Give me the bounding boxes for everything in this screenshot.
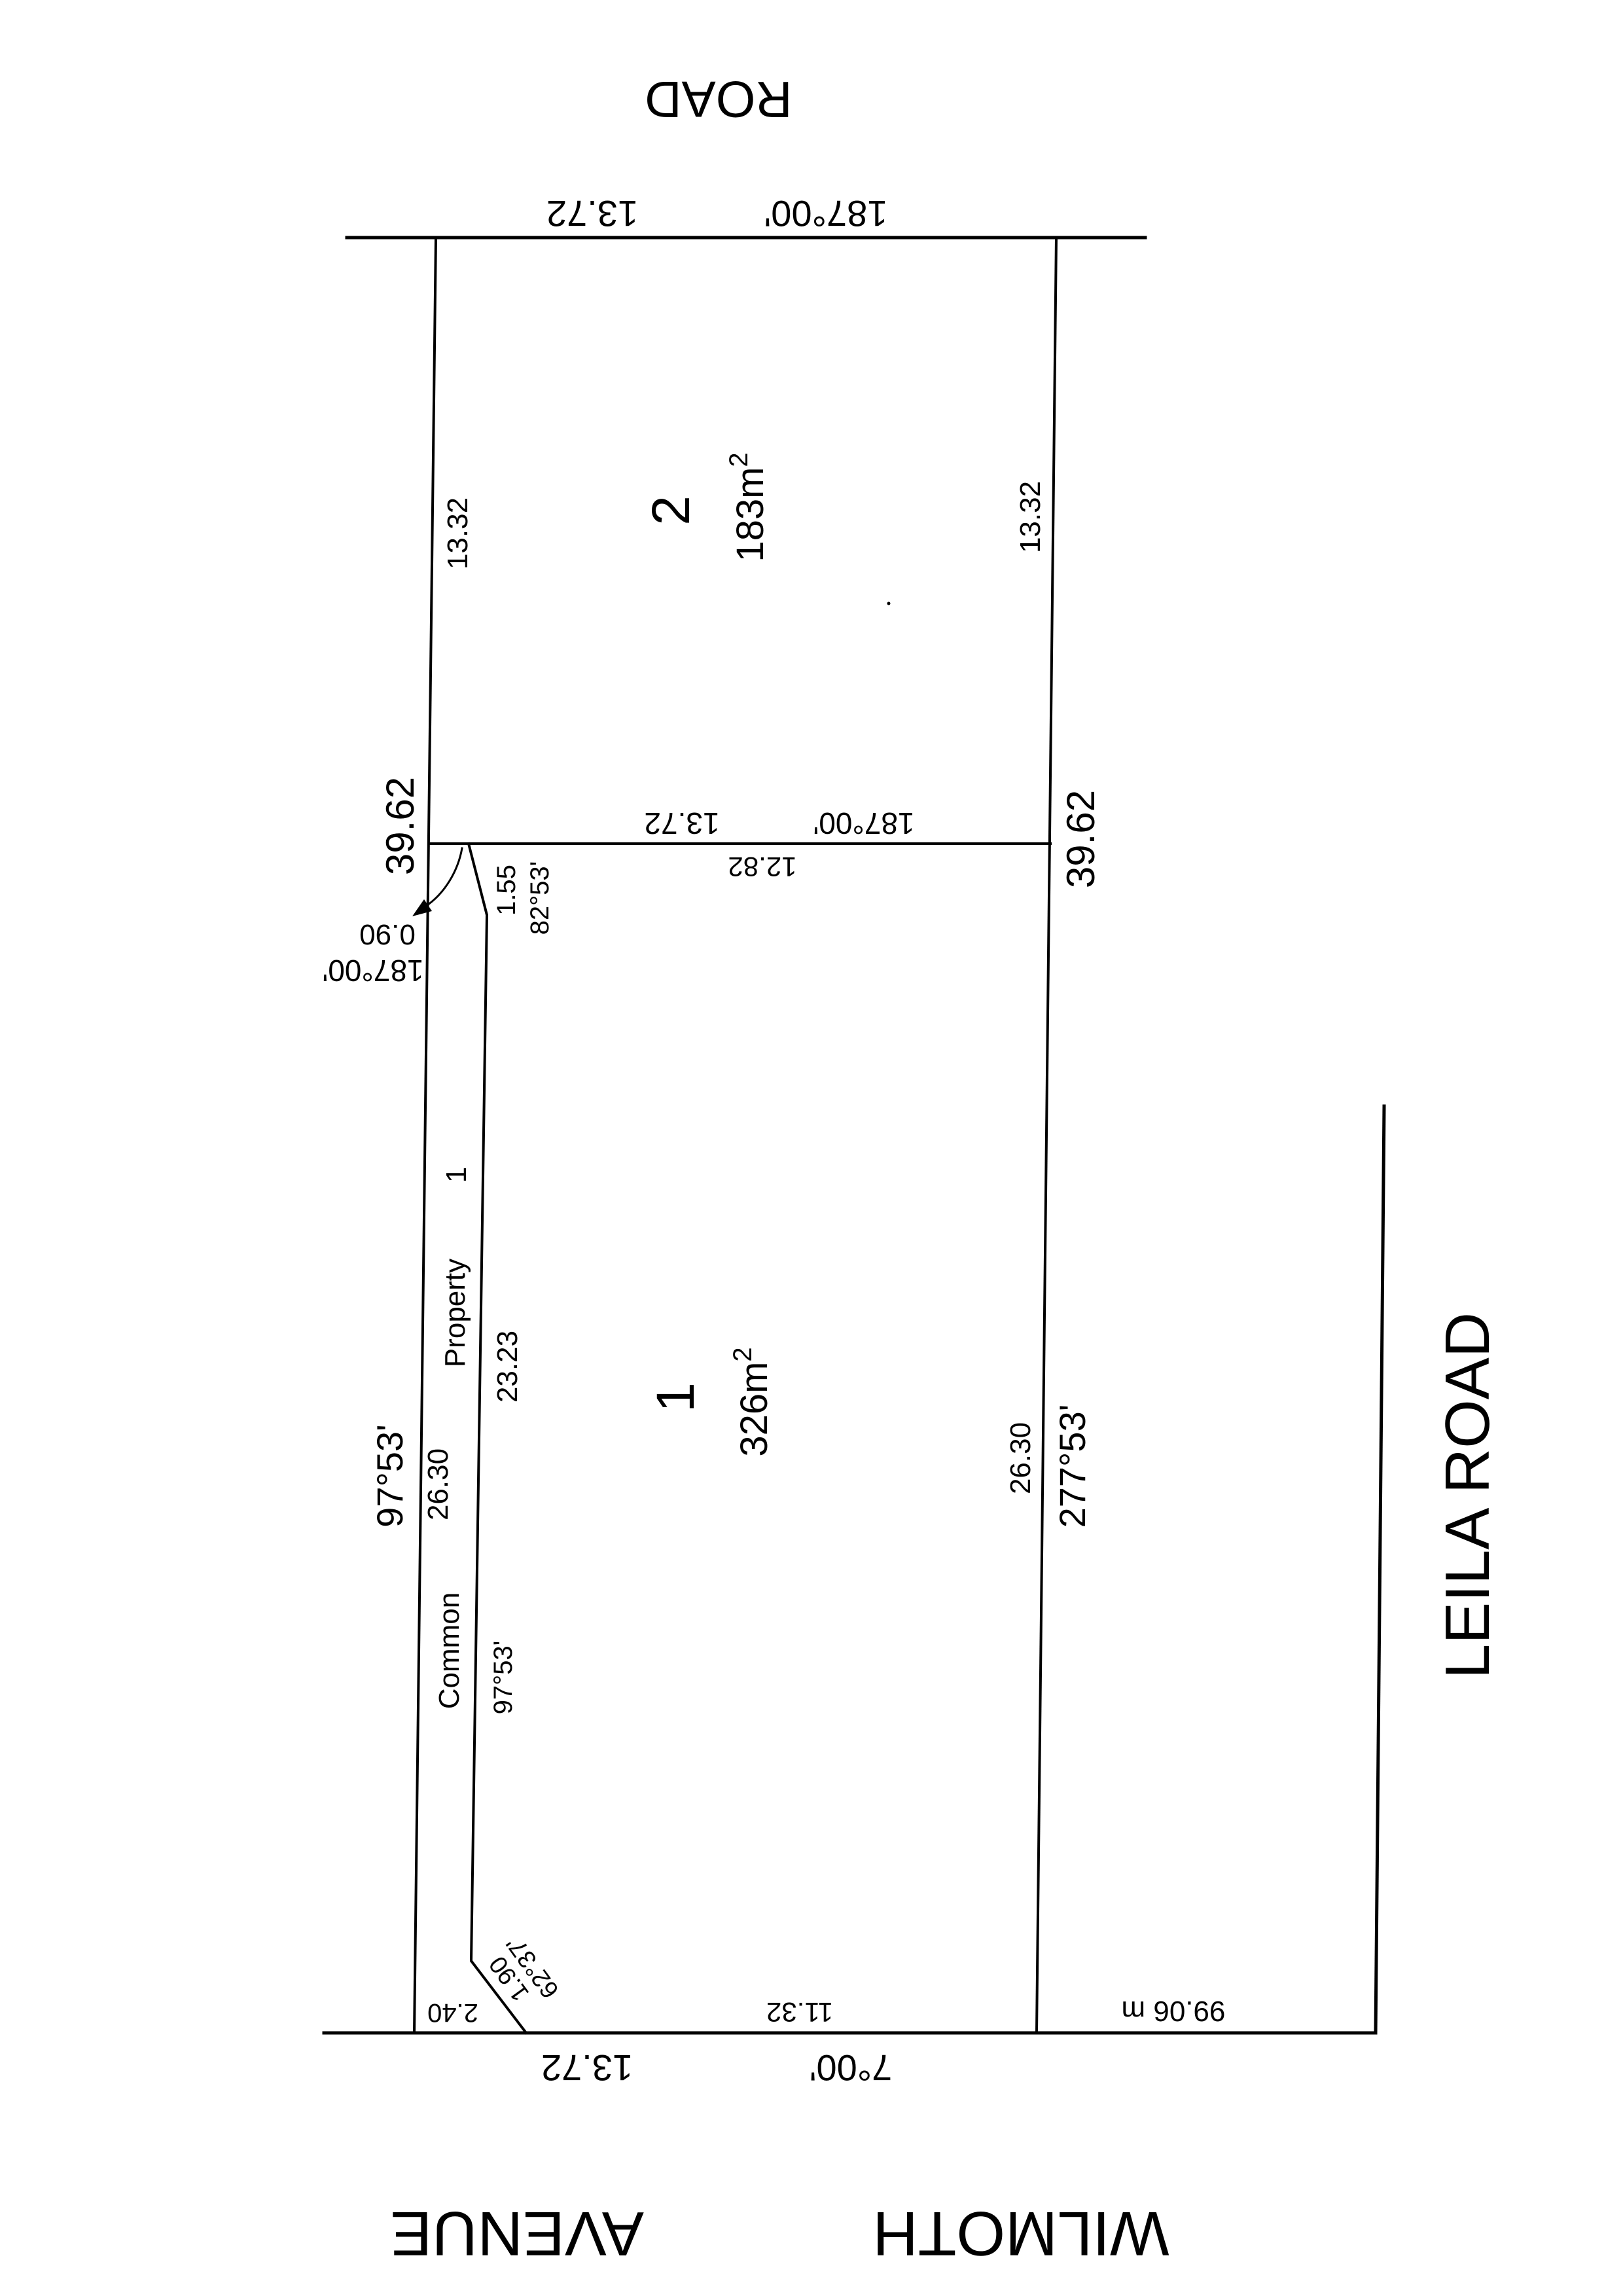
left-bearing: 97°53' (369, 1424, 410, 1528)
top-length: 13.72 (546, 193, 638, 234)
lot-left-boundary (412, 236, 438, 2035)
left-lower-length: 26.30 (422, 1448, 454, 1520)
avenue-label: AVENUE (390, 2198, 644, 2269)
property-label: Property (439, 1259, 471, 1367)
common-property-boundary (467, 842, 528, 2035)
bottom-lot-length: 11.32 (766, 1997, 833, 2028)
lot2-left-length: 13.32 (442, 497, 474, 569)
leila-road-line (1374, 1104, 1386, 2035)
bottom-bearing: 7°00' (810, 2047, 893, 2089)
mid-bearing: 187°00' (813, 806, 914, 840)
lot-right-boundary (1035, 236, 1058, 2035)
wilmoth-label: WILMOTH (872, 2198, 1169, 2269)
lot1-area: 326m2 (728, 1347, 776, 1456)
corner-distance: 99.06 m (1122, 1995, 1226, 2027)
stray-dot (887, 601, 891, 605)
lot2-number: 2 (641, 495, 701, 526)
cp-top-length: 1.55 (492, 865, 521, 916)
mid-length: 13.72 (644, 806, 719, 840)
leila-road-label: LEILA ROAD (1433, 1312, 1503, 1679)
right-bearing: 277°53' (1052, 1405, 1093, 1528)
right-lower-length: 26.30 (1005, 1422, 1037, 1494)
arrow-head (412, 899, 432, 916)
lot2-right-length: 13.32 (1014, 481, 1046, 553)
cp-top-bearing: 82°53' (526, 861, 554, 935)
small-bearing: 187°00' (322, 954, 423, 988)
left-total: 39.62 (378, 777, 422, 875)
small-length: 0.90 (359, 918, 416, 950)
leader-arrow-line (423, 847, 463, 908)
common-label: Common (433, 1592, 465, 1710)
right-total: 39.62 (1059, 790, 1103, 888)
lot2-area: 183m2 (724, 452, 772, 562)
lot1-number: 1 (646, 1382, 705, 1412)
cp-inner-bearing: 97°53' (489, 1641, 518, 1715)
cp-inner-length: 23.23 (491, 1331, 524, 1403)
common-property-number: 1 (440, 1167, 473, 1183)
bottom-length: 13.72 (541, 2047, 633, 2089)
top-bearing: 187°00' (764, 193, 888, 234)
bottom-cp-length: 2.40 (427, 1998, 478, 2027)
road-top-label: ROAD (645, 71, 792, 128)
mid-lower-length: 12.82 (728, 852, 796, 882)
